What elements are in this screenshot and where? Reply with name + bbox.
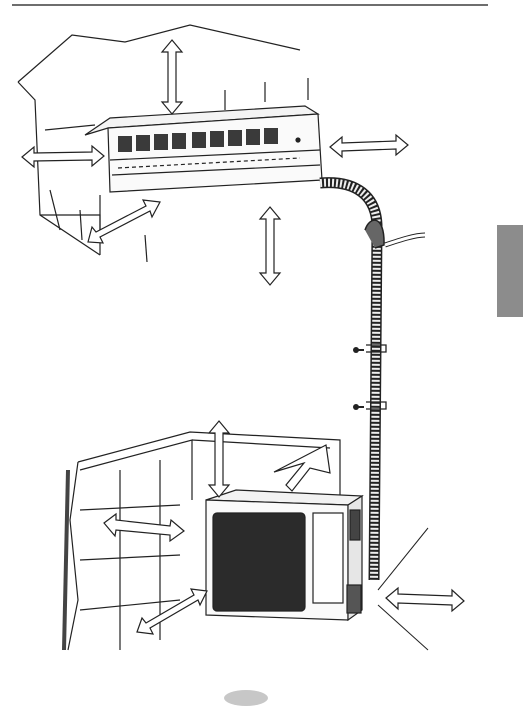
clearance-arrow (137, 589, 207, 634)
indoor-unit-icon (85, 106, 322, 192)
clearance-arrow (22, 146, 104, 167)
clearance-arrow (274, 445, 330, 491)
clearance-arrow (104, 514, 184, 541)
clearance-arrow (162, 40, 182, 114)
clearance-arrow (209, 421, 229, 497)
clearance-arrow (330, 135, 408, 157)
clearance-arrow (386, 588, 464, 611)
wall-screw-icon (353, 347, 364, 410)
page-number-marker (224, 690, 268, 706)
drain-lines (378, 528, 428, 650)
clearance-arrow (88, 200, 160, 243)
outdoor-unit-icon (206, 490, 362, 620)
clearance-arrow (260, 207, 280, 285)
